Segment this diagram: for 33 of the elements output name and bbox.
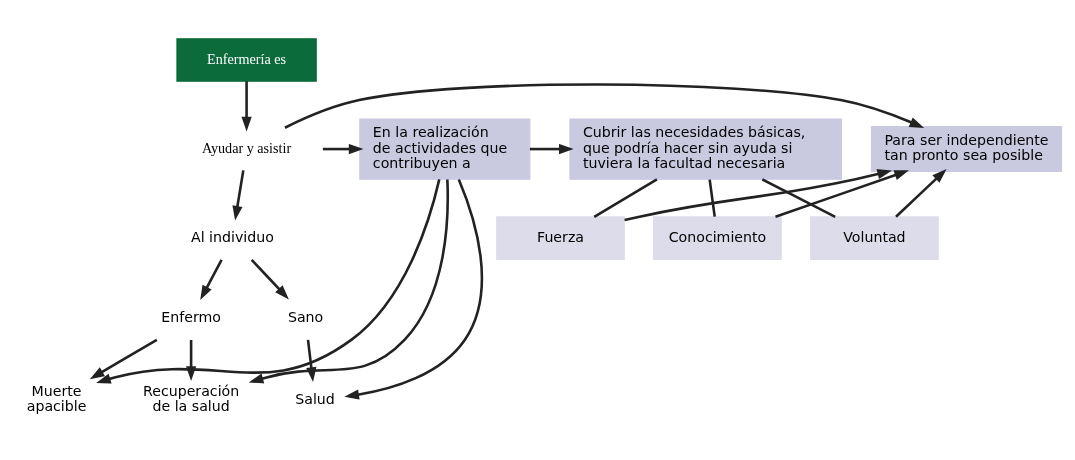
- node-text: Al individuo: [190, 228, 274, 245]
- arrow: [322, 143, 364, 154]
- node-text: Recuperación de la salud: [143, 382, 240, 414]
- node-box: Fuerza: [496, 215, 625, 260]
- arrow: [775, 169, 909, 218]
- node-box: En la realización de actividades que contribuyen a: [359, 117, 531, 180]
- arrow: [306, 339, 317, 382]
- node-text: Ayudar y asistir: [202, 139, 292, 156]
- connector: [708, 178, 716, 217]
- arrow: [96, 178, 441, 383]
- arrow: [241, 80, 252, 131]
- arrow: [232, 169, 245, 221]
- connector: [761, 177, 836, 218]
- node-box: Voluntad: [810, 215, 939, 260]
- node-box: Enfermería es: [176, 37, 317, 82]
- arrow: [89, 338, 158, 379]
- arrow: [624, 168, 893, 221]
- arrow: [250, 258, 289, 300]
- arrow: [185, 339, 197, 381]
- arrow: [248, 178, 449, 383]
- node-box: Conocimiento: [653, 215, 782, 260]
- node-text: Muerte apacible: [26, 382, 87, 414]
- arrow: [895, 168, 947, 218]
- arrow: [284, 82, 925, 129]
- arrow: [344, 178, 484, 400]
- arrow: [529, 143, 574, 154]
- node-text: Salud: [295, 390, 335, 407]
- node-text: Enfermo: [161, 308, 221, 325]
- connector: [593, 177, 658, 218]
- node-box: Para ser independiente tan pronto sea posible: [870, 125, 1063, 172]
- arrow: [200, 258, 223, 300]
- node-text: Sano: [287, 308, 324, 325]
- node-box: Cubrir las necesidades básicas, que podría hacer sin ayuda si tuviera la facultad necesaria: [569, 117, 842, 180]
